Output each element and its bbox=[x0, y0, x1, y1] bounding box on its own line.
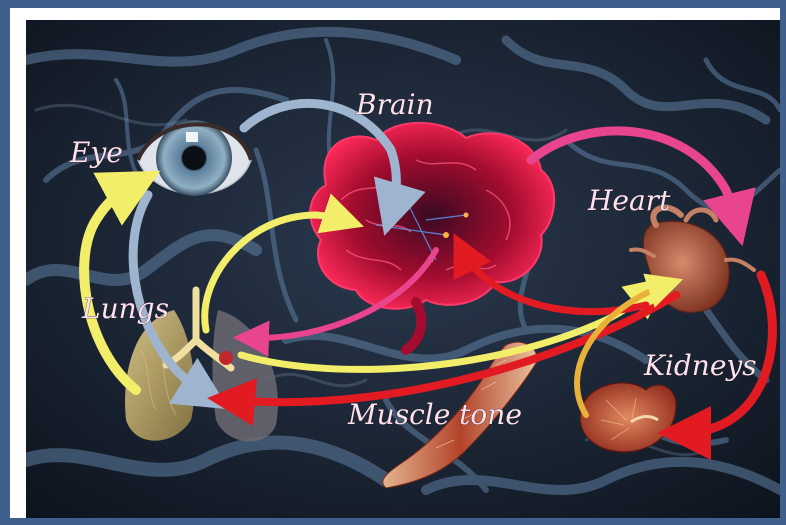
label-kidneys: Kidneys bbox=[643, 349, 757, 382]
diagram-canvas: Eye Brain Heart Lungs Kidneys Muscle ton… bbox=[26, 20, 780, 518]
label-lungs: Lungs bbox=[81, 292, 169, 325]
diagram-frame: Eye Brain Heart Lungs Kidneys Muscle ton… bbox=[10, 8, 780, 518]
label-brain: Brain bbox=[355, 88, 434, 121]
label-eye: Eye bbox=[69, 136, 123, 169]
organ-interaction-diagram: Eye Brain Heart Lungs Kidneys Muscle ton… bbox=[26, 20, 780, 518]
label-heart: Heart bbox=[587, 184, 671, 217]
label-muscle-tone: Muscle tone bbox=[347, 398, 522, 431]
